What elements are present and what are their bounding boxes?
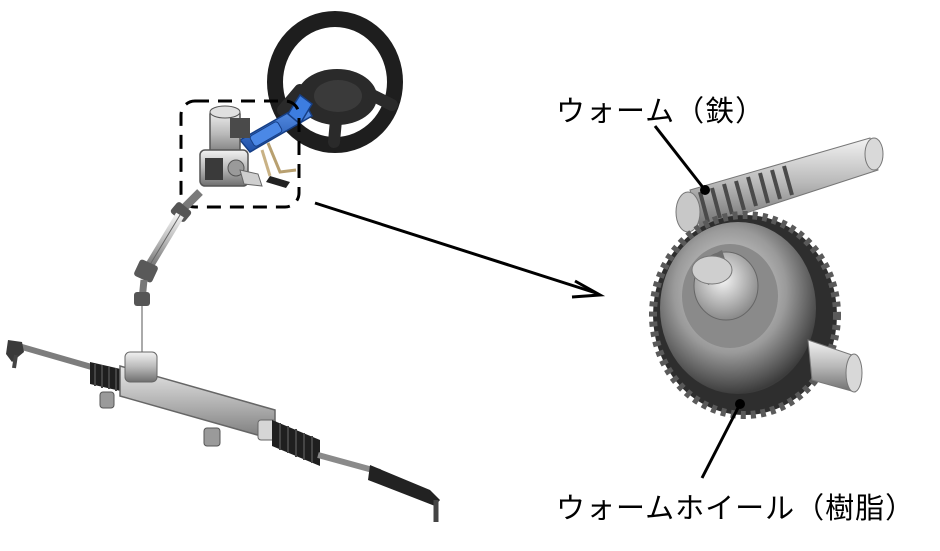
wheel-leader-line [700, 403, 742, 479]
steering-rack [6, 340, 440, 522]
worm-gear-assembly [649, 125, 884, 479]
worm-wheel [649, 211, 863, 419]
worm-label: ウォーム（鉄） [556, 94, 766, 128]
steering-column [238, 93, 314, 188]
worm-shaft [675, 137, 884, 233]
intermediate-shaft [134, 189, 203, 355]
steering-wheel [267, 11, 403, 153]
worm-leader-line [653, 125, 707, 191]
worm-wheel-label: ウォームホイール（樹脂） [556, 491, 916, 525]
arrow-right-down-icon [314, 201, 606, 299]
eps-motor-unit [199, 105, 263, 187]
callout-box [179, 99, 301, 209]
